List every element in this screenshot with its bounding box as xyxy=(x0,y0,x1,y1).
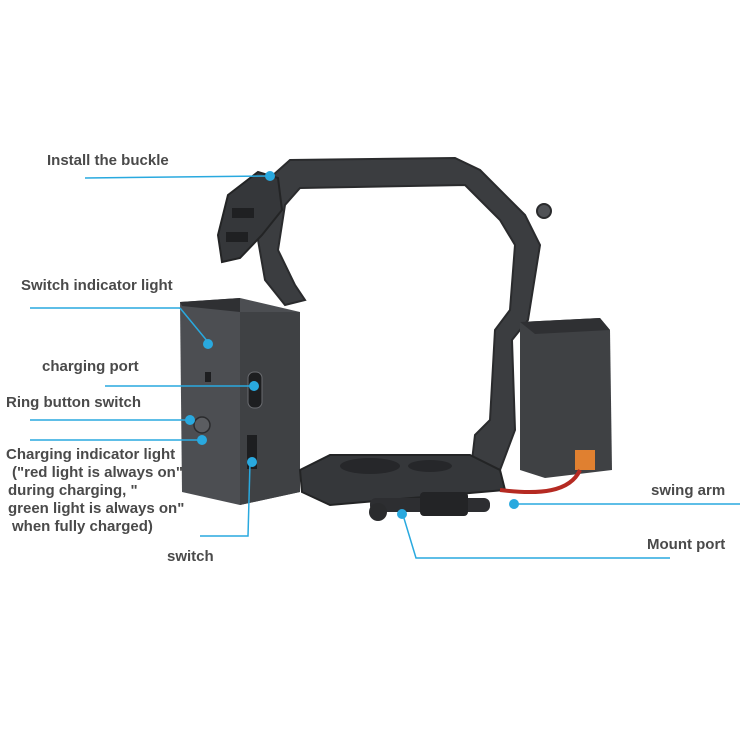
dot-charging-indicator xyxy=(197,435,207,445)
label-swing-arm: swing arm xyxy=(651,482,726,499)
dot-mount-port xyxy=(397,509,407,519)
label-charging-port: charging port xyxy=(42,358,139,375)
dot-charging-port xyxy=(249,381,259,391)
line-mount-port xyxy=(402,514,670,559)
dot-switch xyxy=(247,457,257,467)
charging-indicator-line-4: green light is always on" xyxy=(8,500,185,517)
charging-indicator-line-1: Charging indicator light xyxy=(6,446,176,463)
charging-indicator-line-3: during charging, " xyxy=(8,482,138,499)
line-install-buckle xyxy=(84,175,269,179)
line-switch-indicator-leg xyxy=(179,307,209,343)
label-charging-indicator: Charging indicator light ("red light is … xyxy=(6,446,184,536)
right-battery-box xyxy=(520,318,612,478)
dot-install-buckle xyxy=(265,171,275,181)
label-mount-port: Mount port xyxy=(647,536,726,553)
label-switch: switch xyxy=(167,548,214,565)
charging-indicator-line-5: when fully charged) xyxy=(12,518,153,535)
charging-indicator-line-2: ("red light is always on" xyxy=(12,464,183,481)
label-switch-indicator: Switch indicator light xyxy=(21,277,173,294)
label-ring-button: Ring button switch xyxy=(6,394,141,411)
dot-switch-indicator xyxy=(203,339,213,349)
dot-ring-button xyxy=(185,415,195,425)
label-install-buckle: Install the buckle xyxy=(47,152,169,169)
dot-swing-arm xyxy=(509,499,519,509)
arch-frame xyxy=(256,156,542,480)
line-switch xyxy=(200,462,251,537)
